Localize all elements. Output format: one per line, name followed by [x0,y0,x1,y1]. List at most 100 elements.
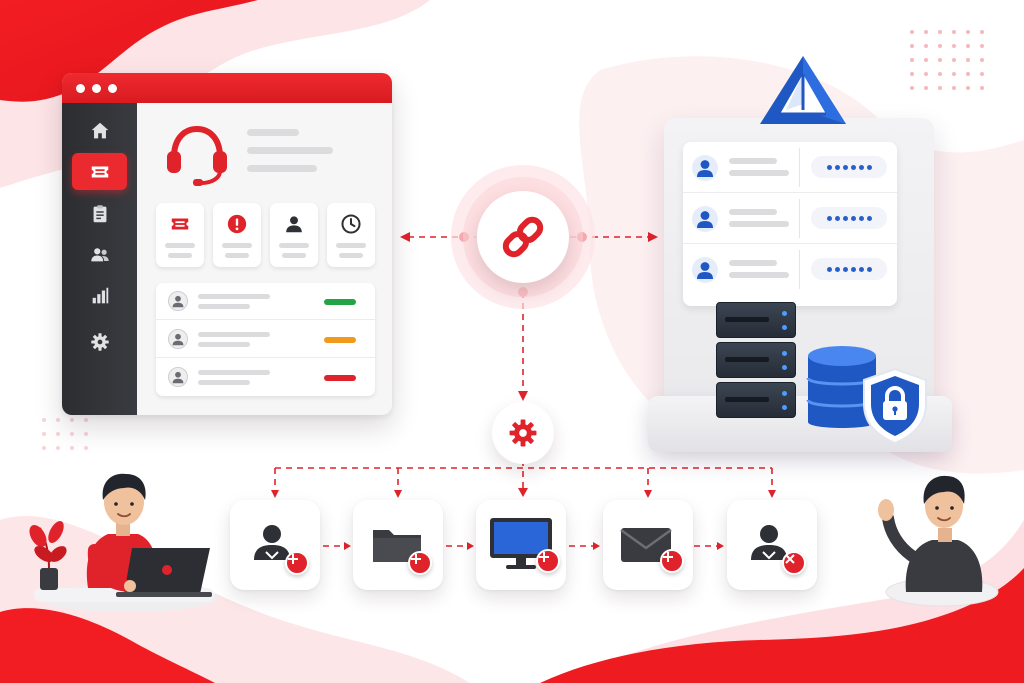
entry-placeholder-line [729,221,789,227]
masked-password [811,156,887,178]
user-icon [168,291,188,311]
server-unit [716,382,796,418]
mask-dot [866,266,872,272]
link-icon [502,216,544,258]
automation-gear-button[interactable] [492,402,554,464]
table-row[interactable] [156,283,375,320]
stat-card-agents[interactable] [270,203,318,267]
row-placeholder-line [198,304,250,309]
sidebar-item-reports[interactable] [72,277,127,314]
employee-at-laptop [29,473,218,612]
workflow-step-remove-user[interactable] [727,500,817,590]
server-led [782,311,787,316]
sidebar-item-users[interactable] [72,236,127,273]
workflow-step-create-user[interactable] [230,500,320,590]
user-icon [168,367,188,387]
server-rack-icon [716,302,798,426]
mask-dot [858,215,864,221]
stat-placeholder-line [282,253,306,258]
server-unit [716,302,796,338]
stat-placeholder-line [336,243,366,248]
workflow-step-assign-device[interactable] [476,500,566,590]
row-placeholder-line [198,332,270,337]
mask-dot [842,164,848,170]
masked-password [811,258,887,280]
mask-dot [850,266,856,272]
status-badge [324,299,356,305]
headset-icon [167,125,227,186]
column-divider [799,199,800,238]
server-led [782,365,787,370]
clock-icon [341,214,361,234]
directory-entry[interactable] [683,193,897,244]
plus-icon [539,552,549,562]
mask-dot [850,215,856,221]
status-badge [324,337,356,343]
directory-user-list [683,142,897,306]
window-dot [108,84,117,93]
add-badge [660,549,684,573]
stat-card-tickets[interactable] [156,203,204,267]
server-led [782,351,787,356]
table-row[interactable] [156,320,375,358]
mask-dot [842,266,848,272]
row-placeholder-line [198,370,270,375]
sidebar-item-settings[interactable] [72,323,127,360]
workflow-step-create-mailbox[interactable] [603,500,693,590]
stat-placeholder-line [225,253,249,258]
directory-entry[interactable] [683,142,897,193]
user-icon [751,525,787,560]
mail-icon [620,528,672,562]
mask-dot [826,266,832,272]
bar-chart-icon [92,287,108,303]
table-row[interactable] [156,358,375,396]
stat-placeholder-line [279,243,309,248]
workflow-step-create-folder[interactable] [353,500,443,590]
stat-placeholder-line [165,243,195,248]
entry-placeholder-line [729,209,777,215]
server-slot [725,357,769,362]
user-icon [692,206,718,232]
sidebar-item-home[interactable] [72,112,127,149]
window-dot [76,84,85,93]
mask-dot [834,266,840,272]
pyramid-logo-icon [760,56,846,124]
mask-dot [834,164,840,170]
ticket-icon [91,166,108,177]
row-placeholder-line [198,294,270,299]
gear-icon [90,332,109,351]
helpdesk-app-window [62,73,392,415]
mask-dot [850,164,856,170]
server-led [782,391,787,396]
server-led [782,325,787,330]
sidebar-item-tickets[interactable] [72,153,127,190]
close-icon [785,554,795,564]
header-placeholder-line [247,147,333,154]
monitor-icon [490,518,552,569]
sidebar-item-tasks[interactable] [72,195,127,232]
ticket-icon [171,218,189,230]
alert-icon [227,214,247,234]
server-unit [716,342,796,378]
server-led [782,405,787,410]
header-placeholder-line [247,165,317,172]
user-icon [692,155,718,181]
user-icon [692,257,718,283]
mask-dot [858,266,864,272]
users-icon [90,247,109,261]
mask-dot [826,215,832,221]
stat-card-response-time[interactable] [327,203,375,267]
remove-badge [782,551,806,575]
header-placeholder-line [247,129,299,136]
folder-icon [373,530,421,562]
mask-dot [858,164,864,170]
gear-icon [509,419,537,447]
integration-link-button[interactable] [477,191,569,283]
entry-placeholder-line [729,158,777,164]
home-icon [91,122,108,138]
directory-entry[interactable] [683,244,897,295]
stat-card-alerts[interactable] [213,203,261,267]
ticket-list [156,283,375,396]
status-badge [324,375,356,381]
row-placeholder-line [198,380,250,385]
